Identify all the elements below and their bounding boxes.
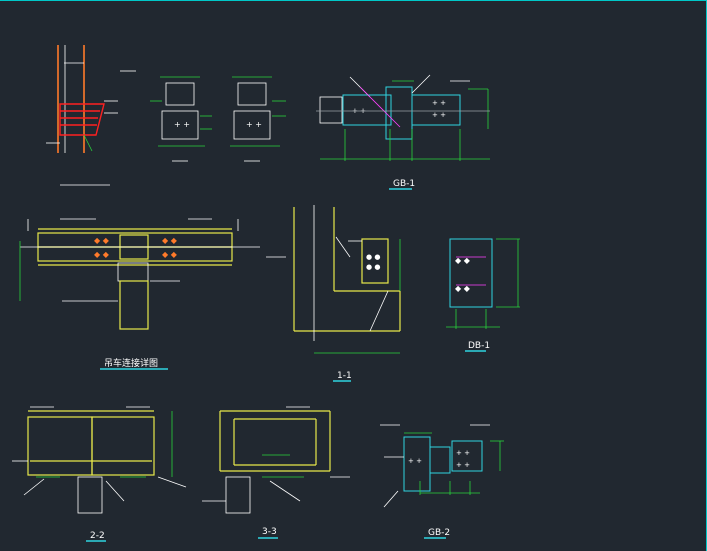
section-1-1-detail: ● ● ● ●	[266, 205, 401, 354]
column-bracket-detail	[46, 45, 136, 186]
db1-label: DB-1	[468, 341, 490, 351]
svg-text:+ +: + +	[246, 120, 262, 129]
svg-text:◆ ◆: ◆ ◆	[94, 250, 110, 259]
small-plate-detail-a: + +	[150, 76, 212, 162]
section-3-3-detail	[202, 406, 350, 514]
gb2-label: GB-2	[428, 528, 450, 538]
svg-text:● ●: ● ●	[366, 253, 380, 261]
svg-text:+ +: + +	[432, 111, 446, 119]
gb2-detail: + + + + + +	[380, 424, 504, 508]
svg-text:+ +: + +	[432, 99, 446, 107]
small-plate-detail-b: + +	[230, 76, 286, 162]
db1-plate-detail: ◆ ◆ ◆ ◆	[446, 238, 520, 329]
svg-text:◆ ◆: ◆ ◆	[455, 284, 471, 293]
svg-text:+ +: + +	[456, 449, 470, 457]
section-1-1-label: 1-1	[337, 371, 352, 381]
svg-text:+ +: + +	[408, 457, 422, 465]
section-2-2-detail	[12, 406, 187, 514]
svg-text:◆ ◆: ◆ ◆	[94, 236, 110, 245]
section-3-3-label: 3-3	[262, 527, 277, 537]
svg-text:+ +: + +	[174, 120, 190, 129]
svg-text:● ●: ● ●	[366, 263, 380, 271]
svg-text:+ +: + +	[456, 461, 470, 469]
section-2-2-label: 2-2	[90, 531, 105, 541]
gb1-detail: + + + + + +	[316, 74, 490, 161]
crane-detail-label: 吊车连接详图	[104, 357, 158, 369]
svg-text:◆ ◆: ◆ ◆	[162, 236, 178, 245]
crane-beam-detail: ◆ ◆ ◆ ◆ ◆ ◆ ◆ ◆	[19, 218, 260, 330]
svg-text:◆ ◆: ◆ ◆	[455, 256, 471, 265]
svg-text:◆ ◆: ◆ ◆	[162, 250, 178, 259]
gb1-top-label: GB-1	[393, 179, 415, 189]
